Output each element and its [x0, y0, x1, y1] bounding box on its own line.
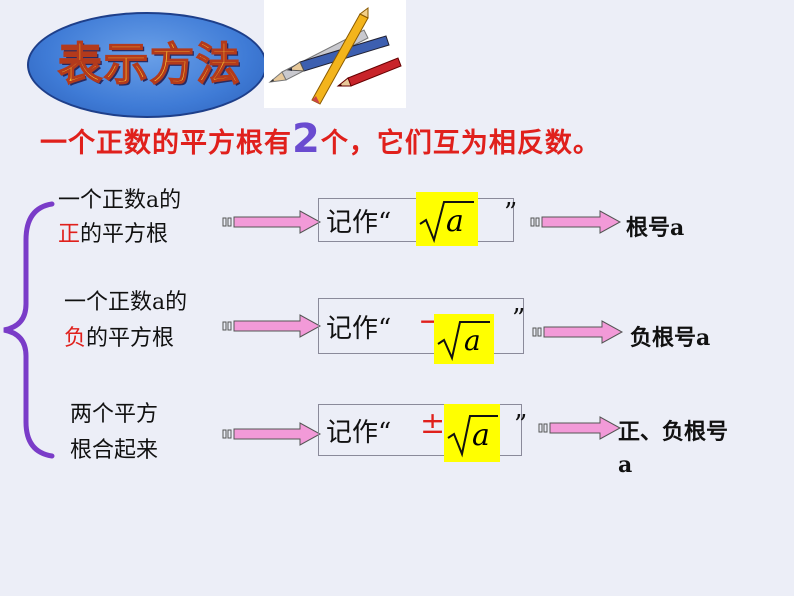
pencil-yellow-icon: [311, 7, 369, 105]
row3-label-rest: 根合起来: [70, 438, 159, 463]
left-brace: [3, 201, 55, 459]
headline-part1: 一个正数的平方根有: [40, 128, 292, 159]
row1-label-red: 正: [58, 222, 81, 247]
title-ellipse: [27, 12, 267, 118]
row2-label-rest: 的平方根: [86, 326, 175, 351]
row3-suffix: ”: [514, 410, 528, 440]
headline-part2: 个，它们互为相反数。: [320, 128, 601, 159]
row3-label-line1: 两个平方: [70, 402, 159, 427]
row3-highlight: a: [444, 404, 500, 462]
row3-arrow-left: [222, 422, 322, 446]
row1-label-line1: 一个正数a的: [58, 188, 182, 213]
row2-sqrt-sign: [437, 321, 490, 362]
row1-arrow-left: [222, 210, 322, 234]
row1-prefix: 记作“: [326, 208, 392, 238]
row3-prefix: 记作“: [326, 418, 392, 448]
row2-arrow-left: [222, 314, 322, 338]
row2-radicand: a: [464, 324, 481, 357]
row1-label-line2: 正的平方根: [58, 218, 168, 252]
row3-sqrt-sign: [447, 415, 498, 458]
row2-prefix: 记作“: [326, 314, 392, 344]
pencil-red-icon: [336, 57, 402, 87]
row2-result: 负根号a: [630, 325, 711, 351]
row3-notation-box: [318, 404, 522, 456]
row3-sign: ±: [420, 406, 446, 441]
row3-arrow-right: [538, 416, 622, 440]
row2-label-line1: 一个正数a的: [64, 290, 188, 315]
headline: 一个正数的平方根有2个，它们互为相反数。: [40, 116, 601, 162]
row3-result-line2: a: [618, 452, 633, 478]
row3-radicand: a: [472, 418, 490, 453]
row2-notation-box: [318, 298, 524, 354]
row3-result-line1: 正、负根号: [618, 419, 729, 445]
row1-radicand: a: [446, 204, 464, 239]
row2-arrow-right: [532, 320, 624, 344]
title: 表示方法: [57, 38, 242, 91]
row1-result: 根号a: [626, 215, 685, 241]
pencils-illustration: [264, 0, 406, 108]
row1-sqrt-sign: [419, 201, 474, 244]
row1-arrow-right: [530, 210, 622, 234]
headline-count: 2: [292, 116, 321, 162]
row1-label-rest: 的平方根: [80, 222, 169, 247]
row2-label-line2: 负的平方根: [64, 322, 174, 356]
row2-highlight: a: [434, 314, 494, 364]
row3-label-line2: 根合起来: [70, 434, 158, 468]
row1-highlight: a: [416, 192, 478, 246]
row1-suffix: ”: [504, 198, 518, 228]
row2-label-red: 负: [64, 326, 87, 351]
row2-suffix: ”: [512, 304, 526, 334]
